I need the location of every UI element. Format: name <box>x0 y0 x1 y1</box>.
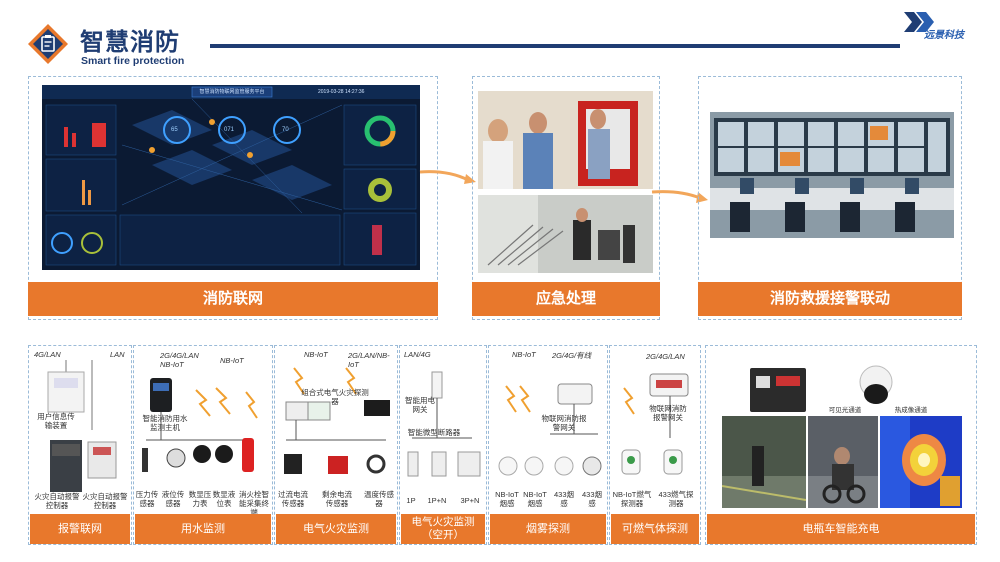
device-label: 热成像通道 <box>894 407 928 414</box>
device-label: 数显压力表 <box>188 490 212 508</box>
device-label: 火灾自动报警控制器 <box>34 492 80 510</box>
rescue-label: 消防救援接警联动 <box>698 282 962 316</box>
parking-visible-photo <box>722 416 806 508</box>
breaker-net: LAN/4G <box>404 350 431 359</box>
water-monitor-panel <box>133 345 273 545</box>
dashboard-metric-1: 65 <box>171 127 178 133</box>
device-label: 可见光通道 <box>828 407 862 414</box>
device-label: 物联网消防报警网关 <box>541 414 587 432</box>
device-label: NB-IoT烟感 <box>523 490 547 508</box>
alarm-devices-illustration <box>47 360 117 492</box>
emergency-panel <box>472 76 660 320</box>
ebike-devices-illustration <box>750 365 893 412</box>
alarm-net-1: 4G/LAN <box>34 350 61 359</box>
electric-net-2: 2G/LAN/NB-IoT <box>348 351 390 369</box>
electrical-fire-panel <box>274 345 398 545</box>
ebike-charging-panel <box>705 345 977 545</box>
ebike-charging-label: 电瓶车智能充电 <box>707 514 975 544</box>
alarm-network-panel <box>28 345 132 545</box>
dashboard-metric-2: 071 <box>224 127 235 133</box>
device-label: 1P+N <box>427 496 447 505</box>
device-label: 火灾自动报警控制器 <box>82 492 128 510</box>
device-label: 过流电流传感器 <box>278 490 308 508</box>
water-net-2: NB-IoT <box>220 356 244 365</box>
gas-devices-illustration <box>621 373 689 475</box>
device-label: 用户信息传输装置 <box>37 412 75 430</box>
water-monitor-label: 用水监测 <box>135 514 271 544</box>
command-center-photo <box>710 112 954 238</box>
thermal-channel-photo <box>880 416 962 508</box>
device-label: 智能微型断路器 <box>407 428 461 437</box>
device-label: 消火栓智能采集终端 <box>239 490 269 517</box>
electric-devices-illustration <box>284 367 390 474</box>
breaker-devices-illustration <box>407 371 481 477</box>
device-label: 433烟感 <box>581 490 602 508</box>
emergency-label: 应急处理 <box>472 282 660 316</box>
device-label: 433烟感 <box>553 490 574 508</box>
device-label: 物联网消防报警网关 <box>649 404 687 422</box>
visible-channel-photo <box>808 416 878 508</box>
header-divider <box>210 44 900 48</box>
alarm-net-2: LAN <box>110 350 125 359</box>
flow-arrow-icon <box>651 190 708 203</box>
flow-arrow-icon <box>419 170 476 184</box>
water-devices-illustration <box>142 378 258 472</box>
page-subtitle: Smart fire protection <box>81 55 185 67</box>
device-label: 压力传感器 <box>135 490 159 508</box>
alarm-network-label: 报警联网 <box>30 514 130 544</box>
device-label: 智能消防用水监测主机 <box>142 414 188 432</box>
company-logo-icon <box>904 12 934 32</box>
fire-network-label: 消防联网 <box>28 282 438 316</box>
fire-network-panel <box>28 76 438 320</box>
smoke-devices-illustration <box>498 383 602 476</box>
device-label: 数显液位表 <box>212 490 236 508</box>
electrical-fire-label: 电气火灾监测 <box>276 514 396 544</box>
device-label: 温度传感器 <box>364 490 394 508</box>
fire-safety-logo-icon <box>28 24 68 64</box>
smoke-net-2: 2G/4G/有线 <box>552 351 592 360</box>
dashboard-title: 智慧消防物联网监管服务平台 <box>199 89 265 95</box>
electric-net-1: NB-IoT <box>304 350 328 359</box>
device-label: 433燃气探测器 <box>658 490 694 508</box>
device-label: NB-IoT燃气探测器 <box>612 490 652 508</box>
smoke-net-1: NB-IoT <box>512 350 536 359</box>
emergency-photo-1 <box>478 91 653 189</box>
page-title: 智慧消防 <box>80 29 180 56</box>
smoke-detect-panel <box>488 345 608 545</box>
monitoring-dashboard-screenshot: 智慧消防物联网监管服务平台 2019-03-28 14:27:36 65 071… <box>42 85 420 270</box>
emergency-photo-2 <box>478 195 653 273</box>
dashboard-time: 2019-03-28 14:27:36 <box>318 89 365 95</box>
dashboard-metric-3: 70 <box>282 127 289 133</box>
device-label: 1P <box>406 496 416 505</box>
device-label: NB-IoT烟感 <box>495 490 519 508</box>
gas-net: 2G/4G/LAN <box>646 352 685 361</box>
device-label: 液位传感器 <box>161 490 185 508</box>
breaker-monitor-label: 电气火灾监测 （空开） <box>401 514 485 544</box>
gas-detect-label: 可燃气体探测 <box>611 514 699 544</box>
device-label: 智能用电网关 <box>405 396 435 414</box>
breaker-monitor-panel <box>399 345 487 545</box>
rescue-panel <box>698 76 962 320</box>
water-net-1: 2G/4G/LAN NB-IoT <box>160 351 199 369</box>
smoke-detect-label: 烟雾探测 <box>490 514 606 544</box>
gas-detect-panel <box>609 345 701 545</box>
device-label: 3P+N <box>460 496 480 505</box>
device-label: 剩余电流传感器 <box>322 490 352 508</box>
device-label: 组合式电气火灾探测器 <box>301 388 369 406</box>
company-logo-text: 远景科技 <box>924 30 964 41</box>
